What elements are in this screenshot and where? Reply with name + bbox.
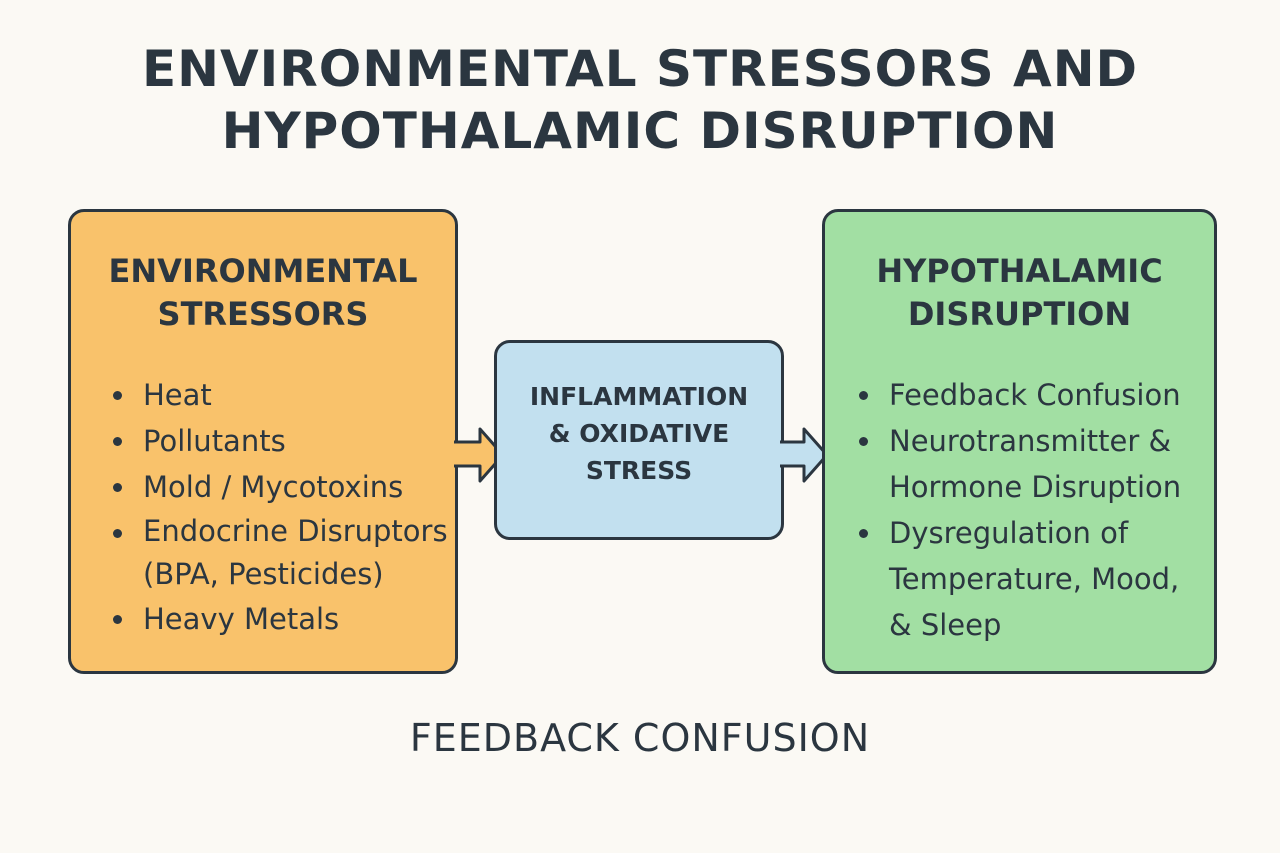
item-text: Dysregulation of Temperature, Mood, & Sl… [889,516,1180,642]
inflammation-oxidative-stress-box: INFLAMMATION & OXIDATIVE STRESS [494,340,784,540]
stressors-list: Heat Pollutants Mold / Mycotoxins Endocr… [109,372,448,642]
list-item: Heat [109,372,448,418]
item-text: Pollutants [143,424,286,458]
footer-label: FEEDBACK CONFUSION [409,716,871,760]
list-item: Feedback Confusion [855,372,1181,418]
bullet-icon [113,391,122,400]
heading-line: & OXIDATIVE [548,418,730,448]
hypothalamic-disruption-box: HYPOTHALAMIC DISRUPTION Feedback Confusi… [822,209,1217,674]
environmental-stressors-box: ENVIRONMENTAL STRESSORS Heat Pollutants … [68,209,458,674]
list-item: Pollutants [109,418,448,464]
bullet-icon [113,437,122,446]
title-line-1: ENVIRONMENTAL STRESSORS AND [141,40,1139,98]
disruption-list: Feedback Confusion Neurotransmitter & Ho… [855,372,1181,648]
diagram-title: ENVIRONMENTAL STRESSORS AND HYPOTHALAMIC… [0,38,1280,162]
heading-line: ENVIRONMENTAL [108,252,418,290]
item-text: Endocrine Disruptors (BPA, Pesticides) [143,514,448,591]
heading-line: HYPOTHALAMIC [876,252,1163,290]
bullet-icon [113,483,122,492]
heading-line: STRESSORS [157,295,369,333]
item-text: Heat [143,378,212,412]
list-item: Heavy Metals [109,596,448,642]
bullet-icon [113,529,122,538]
item-text: Feedback Confusion [889,378,1181,412]
inflammation-heading: INFLAMMATION & OXIDATIVE STRESS [530,378,748,489]
title-line-2: HYPOTHALAMIC DISRUPTION [221,102,1059,160]
environmental-stressors-heading: ENVIRONMENTAL STRESSORS [71,250,455,336]
heading-line: DISRUPTION [907,295,1132,333]
list-item: Neurotransmitter & Hormone Disruption [855,418,1181,510]
heading-line: STRESS [585,455,693,485]
heading-line: INFLAMMATION [529,381,749,411]
bullet-icon [859,437,868,446]
list-item: Mold / Mycotoxins [109,464,448,510]
item-text: Neurotransmitter & Hormone Disruption [889,424,1182,504]
hypothalamic-disruption-heading: HYPOTHALAMIC DISRUPTION [825,250,1214,336]
item-text: Mold / Mycotoxins [143,470,404,504]
item-text: Heavy Metals [143,602,340,636]
bullet-icon [113,615,122,624]
list-item: Dysregulation of Temperature, Mood, & Sl… [855,510,1181,648]
bullet-icon [859,529,868,538]
list-item: Endocrine Disruptors (BPA, Pesticides) [109,510,448,596]
bullet-icon [859,391,868,400]
